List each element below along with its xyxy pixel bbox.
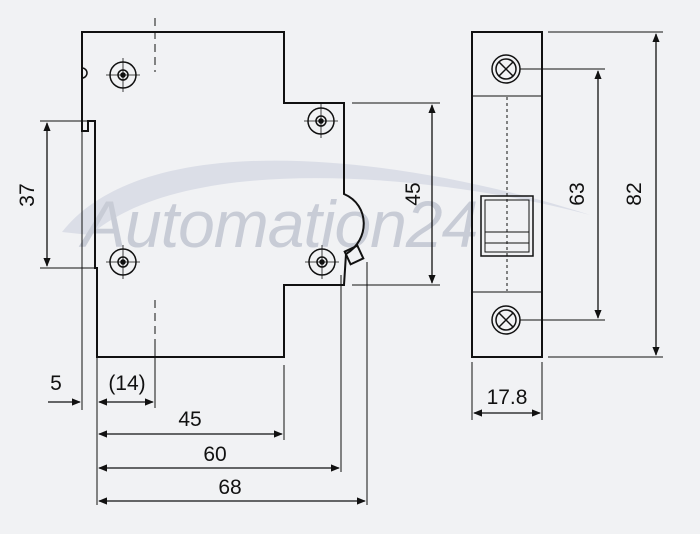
front-extension-lines (471, 31, 663, 420)
watermark: Automation24 (62, 160, 590, 261)
side-extension-lines (40, 102, 440, 505)
dimension-68-label: 68 (218, 476, 241, 499)
dimension-60-label: 60 (203, 443, 226, 466)
dimension-45-height-label: 45 (402, 182, 425, 205)
side-view (81, 18, 365, 358)
dimension-17-8-label: 17.8 (487, 386, 528, 409)
toggle-window (480, 195, 534, 257)
front-dimension-lines (473, 33, 660, 417)
side-dimension-lines (43, 104, 436, 505)
screw-bottom-left (106, 245, 140, 279)
screw-top-left (106, 58, 140, 92)
screw-bottom-right (305, 245, 339, 279)
dimension-45-width-label: 45 (178, 408, 201, 431)
front-screw-top (491, 54, 521, 84)
front-screw-bottom (491, 305, 521, 335)
dimension-63-label: 63 (566, 182, 589, 205)
dimension-5-label: 5 (50, 372, 62, 395)
watermark-text: Automation24 (78, 187, 477, 261)
front-view-outline (471, 31, 543, 358)
dimension-37-label: 37 (16, 183, 39, 206)
screw-top-right (304, 104, 338, 138)
dimension-14-label: (14) (108, 372, 145, 395)
front-view (471, 31, 543, 358)
dimension-82-label: 82 (623, 182, 646, 205)
